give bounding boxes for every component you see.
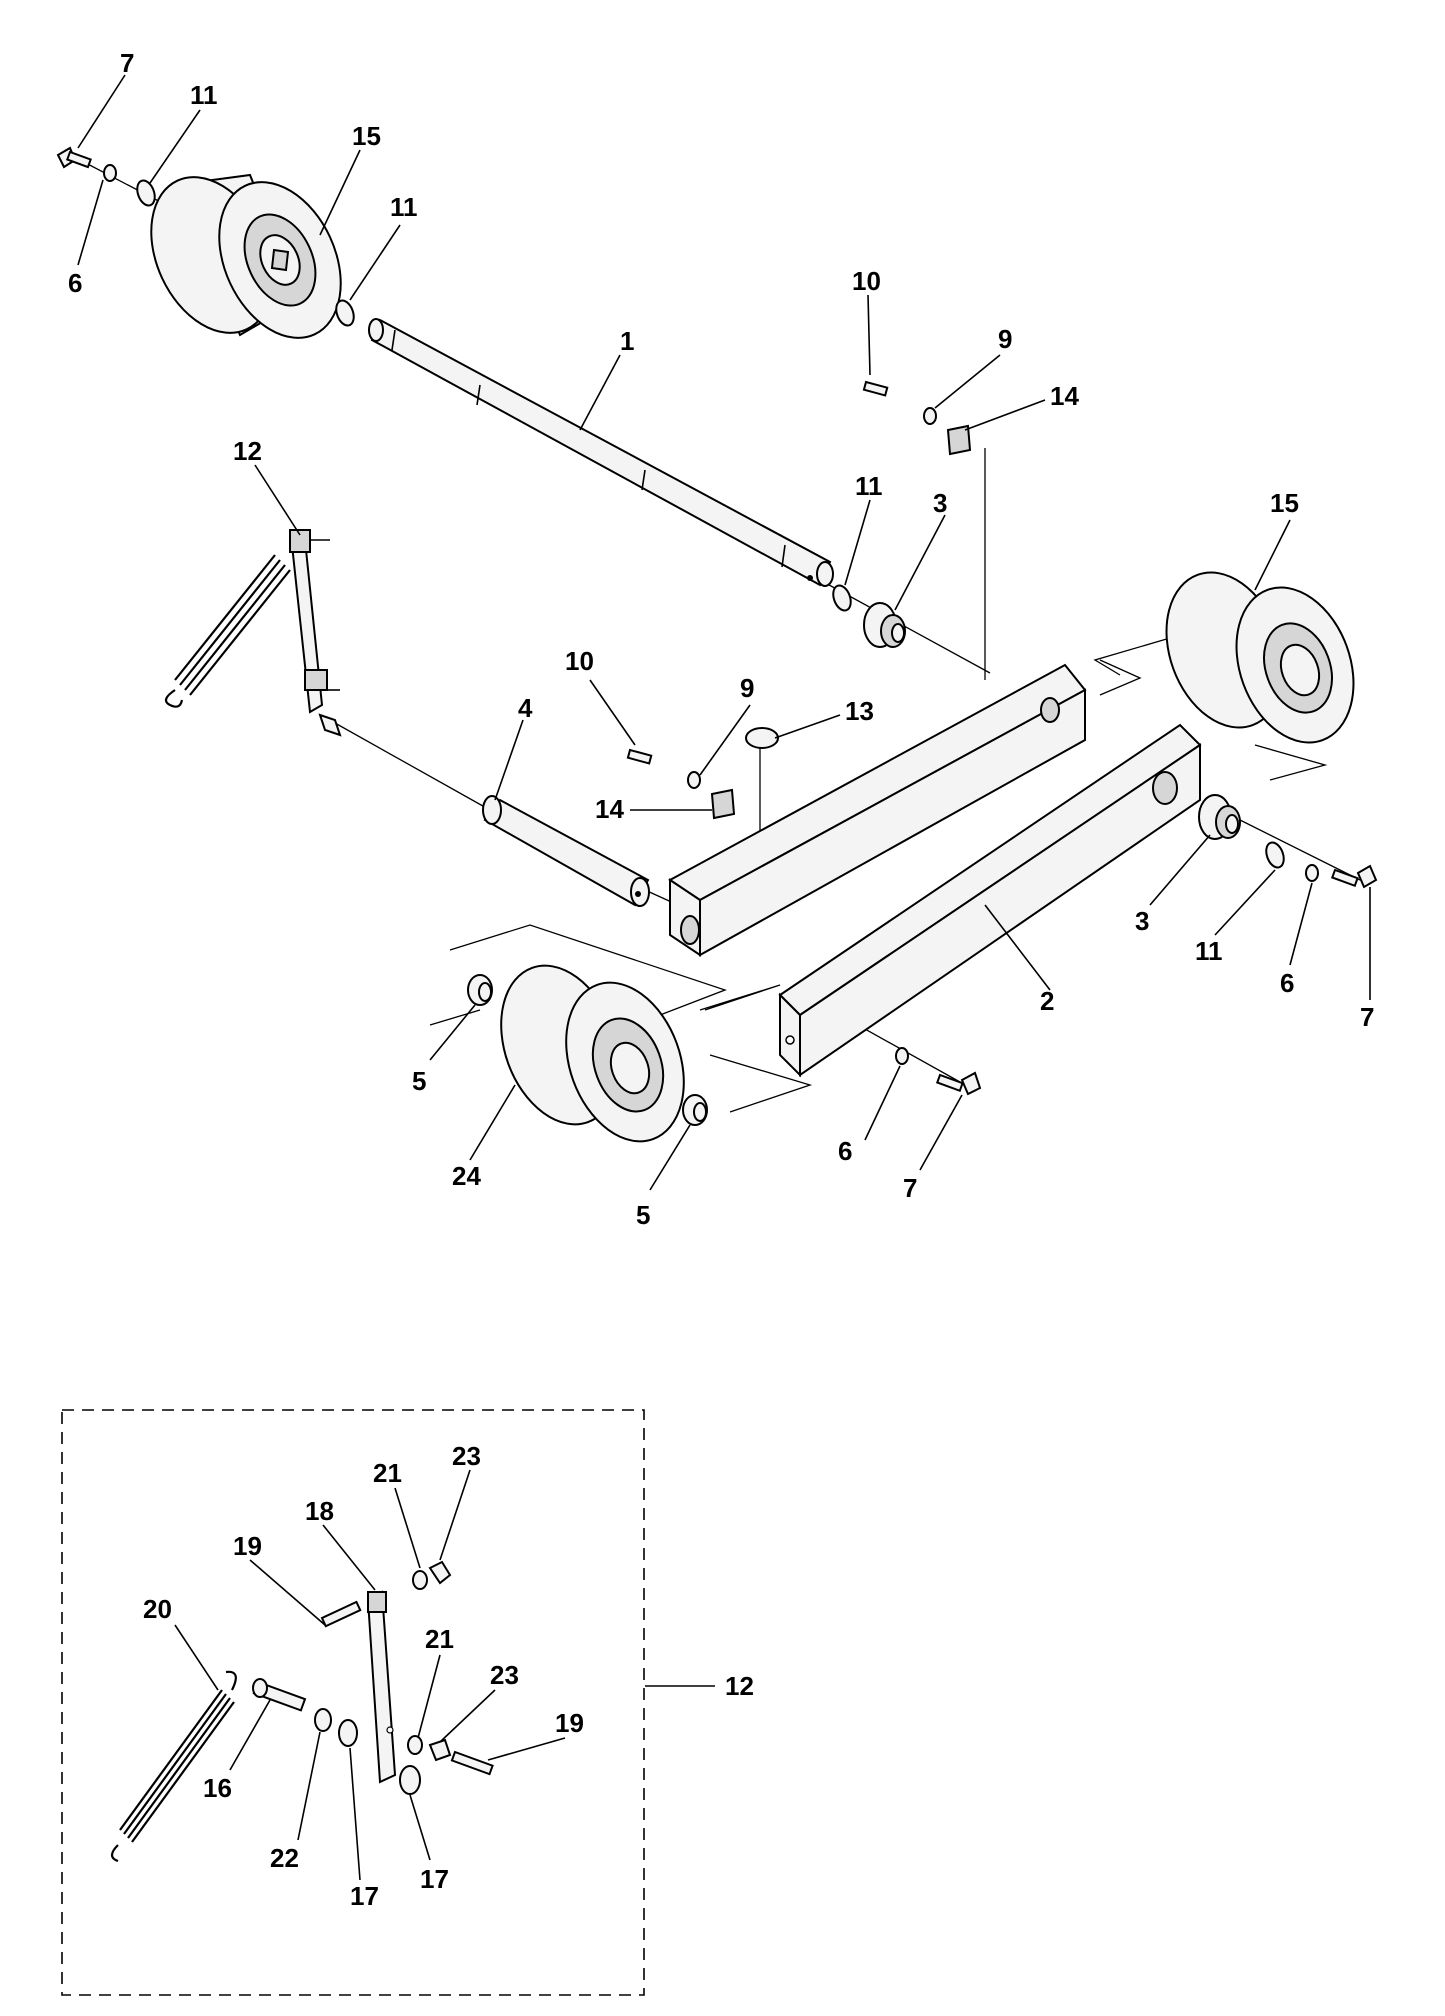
callout-6: 6 bbox=[1280, 968, 1294, 998]
retaining-ring-part-11 bbox=[136, 179, 1285, 869]
callout-16: 16 bbox=[203, 1773, 232, 1803]
main-callout-labels: 7 11 15 6 11 1 10 9 14 12 11 3 15 10 9 1… bbox=[68, 48, 1374, 1230]
axis-lines bbox=[79, 159, 1361, 1113]
shaft-part-1 bbox=[368, 318, 834, 587]
washer-part-9 bbox=[687, 407, 937, 789]
detail-inset-part-12 bbox=[61, 1409, 715, 1996]
roller-part-15-upper bbox=[150, 173, 342, 339]
callout-21: 21 bbox=[425, 1624, 454, 1654]
callout-2: 2 bbox=[1040, 986, 1054, 1016]
callout-9: 9 bbox=[740, 673, 754, 703]
callout-21: 21 bbox=[373, 1458, 402, 1488]
callout-15: 15 bbox=[352, 121, 381, 151]
washer-part-6 bbox=[103, 164, 1319, 1065]
callout-7: 7 bbox=[903, 1173, 917, 1203]
callout-22: 22 bbox=[270, 1843, 299, 1873]
clip-part-14 bbox=[710, 424, 972, 820]
roller-part-24 bbox=[500, 964, 685, 1143]
roller-part-15-right bbox=[1165, 571, 1355, 744]
callout-9: 9 bbox=[998, 324, 1012, 354]
callout-leaders bbox=[77, 74, 1371, 1191]
callout-24: 24 bbox=[452, 1161, 481, 1191]
callout-12: 12 bbox=[725, 1671, 754, 1701]
callout-17: 17 bbox=[350, 1881, 379, 1911]
callout-3: 3 bbox=[1135, 906, 1149, 936]
callout-11: 11 bbox=[855, 471, 883, 501]
callout-5: 5 bbox=[636, 1200, 650, 1230]
sleeve-part-4 bbox=[482, 795, 650, 907]
callout-6: 6 bbox=[838, 1136, 852, 1166]
callout-7: 7 bbox=[120, 48, 134, 78]
callout-10: 10 bbox=[565, 646, 594, 676]
callout-20: 20 bbox=[143, 1594, 172, 1624]
callout-14: 14 bbox=[1050, 381, 1079, 411]
callout-11: 11 bbox=[190, 80, 218, 110]
tension-arm-part-12 bbox=[164, 529, 342, 737]
callout-1: 1 bbox=[620, 326, 634, 356]
callout-19: 19 bbox=[233, 1531, 262, 1561]
callout-11: 11 bbox=[390, 192, 418, 222]
callout-6: 6 bbox=[68, 268, 82, 298]
callout-14: 14 bbox=[595, 794, 624, 824]
callout-7: 7 bbox=[1360, 1002, 1374, 1032]
callout-13: 13 bbox=[845, 696, 874, 726]
callout-12: 12 bbox=[233, 436, 262, 466]
callout-17: 17 bbox=[420, 1864, 449, 1894]
callout-19: 19 bbox=[555, 1708, 584, 1738]
callout-4: 4 bbox=[518, 693, 533, 723]
callout-23: 23 bbox=[490, 1660, 519, 1690]
frame-part-2 bbox=[668, 663, 1202, 1078]
callout-23: 23 bbox=[452, 1441, 481, 1471]
callout-3: 3 bbox=[933, 488, 947, 518]
bolt-part-7 bbox=[56, 146, 1378, 1096]
spacer-part-5-lower bbox=[682, 1094, 708, 1126]
bushing-part-3-lower bbox=[1198, 794, 1241, 840]
callout-11: 11 bbox=[1195, 936, 1223, 966]
callout-15: 15 bbox=[1270, 488, 1299, 518]
screw-part-10 bbox=[626, 380, 889, 765]
callout-10: 10 bbox=[852, 266, 881, 296]
plug-part-13 bbox=[745, 727, 779, 749]
spacer-part-5-upper bbox=[467, 974, 493, 1006]
callout-18: 18 bbox=[305, 1496, 334, 1526]
bushing-part-3-upper bbox=[863, 602, 906, 648]
detail-callout-labels: 21 23 18 19 20 21 23 19 12 16 22 17 17 bbox=[143, 1441, 754, 1911]
callout-5: 5 bbox=[412, 1066, 426, 1096]
